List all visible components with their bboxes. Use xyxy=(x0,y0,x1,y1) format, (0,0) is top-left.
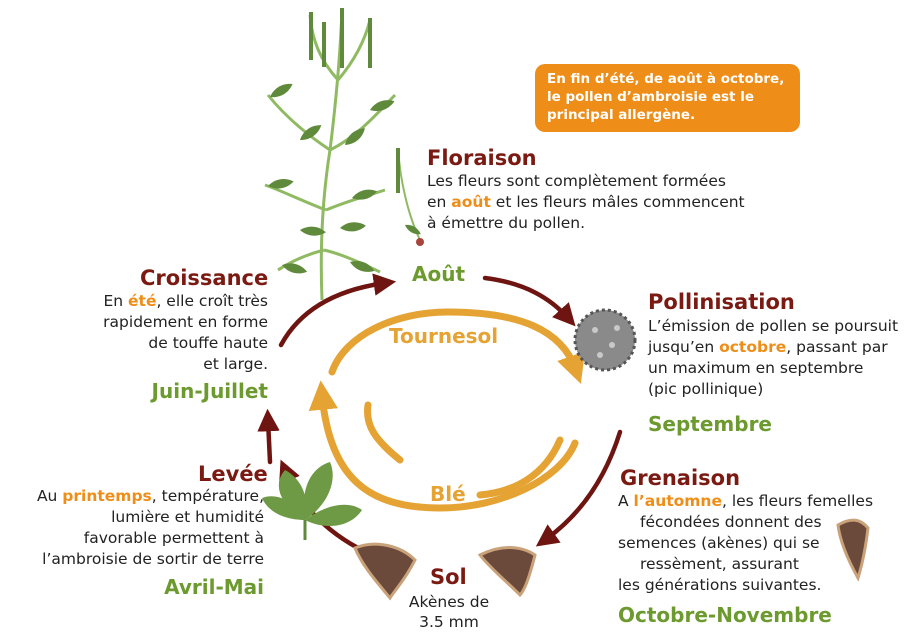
floraison-line-1: Les fleurs sont complètement formées xyxy=(427,171,745,192)
flower-spike-illustration xyxy=(396,148,424,246)
croissance-text: En été, elle croît très rapidement en fo… xyxy=(103,291,268,375)
month-septembre: Septembre xyxy=(648,412,772,436)
floraison-highlight: août xyxy=(451,193,491,211)
month-avril-mai: Avril-Mai xyxy=(164,575,264,599)
croissance-line-1: En été, elle croît très xyxy=(103,291,268,312)
month-aout: Août xyxy=(412,262,465,286)
croissance-line-1-b: , elle croît très xyxy=(156,292,268,310)
croissance-line-2: rapidement en forme xyxy=(103,312,268,333)
floraison-line-2-a: en xyxy=(427,193,451,211)
grenaison-highlight: l’automne xyxy=(634,492,722,510)
month-octobre-novembre: Octobre-Novembre xyxy=(618,603,832,627)
arrow-levee-to-croissance xyxy=(268,420,270,462)
levee-line-2: lumière et humidité xyxy=(37,507,264,528)
grenaison-line-4: ressèment, assurant xyxy=(618,554,873,575)
sol-line-2: 3.5 mm xyxy=(404,612,494,632)
levee-line-4: l’ambroisie de sortir de terre xyxy=(37,549,264,570)
info-line-3: principal allergène. xyxy=(547,106,788,124)
pollinisation-line-3: un maximum en septembre xyxy=(648,358,898,379)
grenaison-title: Grenaison xyxy=(620,466,740,490)
levee-line-1-b: , température, xyxy=(152,487,264,505)
grenaison-line-5: les générations suivantes. xyxy=(618,575,873,596)
croissance-line-1-a: En xyxy=(103,292,128,310)
grenaison-line-3: semences (akènes) qui se xyxy=(618,533,873,554)
arrow-croissance-to-floraison xyxy=(281,283,385,345)
pollinisation-line-1: L’émission de pollen se poursuit xyxy=(648,316,898,337)
grenaison-line-2: fécondées donnent des xyxy=(618,512,873,533)
floraison-line-3: à émettre du pollen. xyxy=(427,213,745,234)
croissance-title: Croissance xyxy=(140,266,268,290)
grenaison-line-1: A l’automne, les fleurs femelles xyxy=(618,491,873,512)
floraison-text: Les fleurs sont complètement formées en … xyxy=(427,171,745,234)
arrow-floraison-to-pollinisation xyxy=(485,278,568,318)
sol-line-1: Akènes de xyxy=(404,592,494,612)
pollen-grain-illustration xyxy=(575,310,635,370)
levee-highlight: printemps xyxy=(62,487,151,505)
arrow-ble-tail xyxy=(367,405,400,460)
floraison-title: Floraison xyxy=(427,146,537,170)
pollinisation-title: Pollinisation xyxy=(648,290,795,314)
levee-line-3: favorable permettent à xyxy=(37,528,264,549)
info-line-1: En fin d’été, de août à octobre, xyxy=(547,70,788,88)
floraison-line-2: en août et les fleurs mâles commencent xyxy=(427,192,745,213)
pollinisation-line-2-b: , passant par xyxy=(786,338,887,356)
grenaison-line-1-a: A xyxy=(618,492,634,510)
levee-line-1-a: Au xyxy=(37,487,62,505)
crop-label-tournesol: Tournesol xyxy=(389,324,498,348)
pollinisation-highlight: octobre xyxy=(719,338,786,356)
pollinisation-line-2: jusqu’en octobre, passant par xyxy=(648,337,898,358)
crop-label-ble: Blé xyxy=(430,482,466,506)
info-callout: En fin d’été, de août à octobre, le poll… xyxy=(535,64,800,132)
ragweed-plant-illustration xyxy=(265,10,395,300)
grenaison-text: A l’automne, les fleurs femelles fécondé… xyxy=(618,491,873,596)
sol-text: Akènes de 3.5 mm xyxy=(404,592,494,632)
grenaison-line-1-b: , les fleurs femelles xyxy=(722,492,873,510)
pollinisation-line-4: (pic pollinique) xyxy=(648,379,898,400)
month-juin-juillet: Juin-Juillet xyxy=(152,379,268,403)
pollinisation-line-2-a: jusqu’en xyxy=(648,338,719,356)
arrow-tournesol-tail xyxy=(480,440,560,495)
floraison-line-2-b: et les fleurs mâles commencent xyxy=(491,193,745,211)
sol-title: Sol xyxy=(430,565,467,589)
pollinisation-text: L’émission de pollen se poursuit jusqu’e… xyxy=(648,316,898,400)
levee-title: Levée xyxy=(198,462,268,486)
croissance-line-3: de touffe haute xyxy=(103,333,268,354)
croissance-highlight: été xyxy=(128,292,156,310)
croissance-line-4: et large. xyxy=(103,354,268,375)
levee-text: Au printemps, température, lumière et hu… xyxy=(37,486,264,570)
levee-line-1: Au printemps, température, xyxy=(37,486,264,507)
info-line-2: le pollen d’ambroisie est le xyxy=(547,88,788,106)
